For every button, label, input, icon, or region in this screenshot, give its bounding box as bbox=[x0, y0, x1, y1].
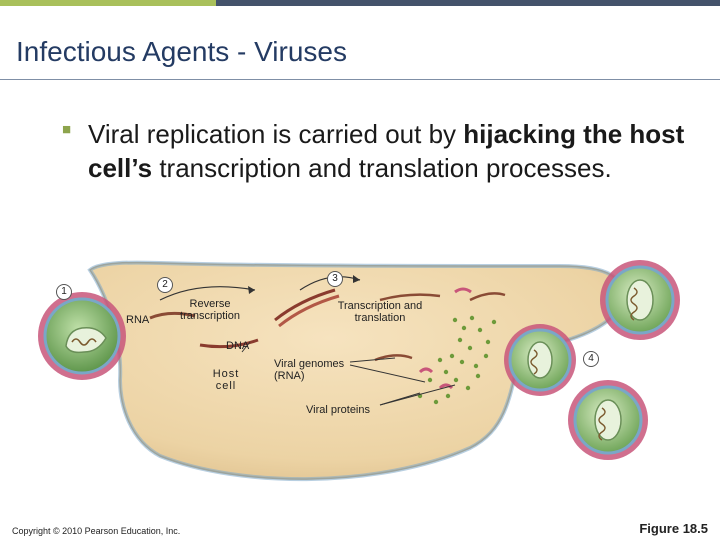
top-accent-bar bbox=[0, 0, 720, 6]
bullet-text-bold: hijacking the host cell’s bbox=[88, 119, 685, 183]
figure-number: Figure 18.5 bbox=[639, 521, 708, 536]
label-host-cell: Host cell bbox=[206, 368, 246, 392]
step-4-marker: 4 bbox=[583, 351, 599, 367]
virus-released-bottom bbox=[568, 380, 648, 460]
leader-dna bbox=[241, 341, 251, 353]
step-3-marker: 3 bbox=[327, 271, 343, 287]
label-vg-line1: Viral genomes bbox=[274, 358, 345, 370]
accent-bar-slate bbox=[216, 0, 720, 6]
bullet-text-part2: transcription and translation processes. bbox=[152, 153, 612, 183]
label-tt-line1: Transcription and bbox=[337, 300, 423, 312]
label-viral-proteins: Viral proteins bbox=[306, 404, 370, 416]
rna-strand bbox=[149, 311, 196, 320]
arrow-reverse-transcription bbox=[159, 286, 256, 301]
label-host-line2: cell bbox=[215, 380, 237, 392]
viral-genome-3 bbox=[374, 354, 413, 362]
dna-strand bbox=[274, 288, 336, 322]
label-reverse-line1: Reverse bbox=[189, 298, 231, 310]
bullet-text: Viral replication is carried out by hija… bbox=[88, 117, 688, 185]
virus-budding bbox=[504, 324, 576, 396]
label-viral-genomes: Viral genomes (RNA) bbox=[274, 358, 344, 382]
viral-genome-2 bbox=[469, 292, 506, 302]
copyright-notice: Copyright © 2010 Pearson Education, Inc. bbox=[12, 526, 181, 536]
slide-title: Infectious Agents - Viruses bbox=[16, 36, 347, 67]
bullet-square-icon: ■ bbox=[62, 121, 72, 138]
bullet-text-part1: Viral replication is carried out by bbox=[88, 119, 464, 149]
label-dna: DNA bbox=[226, 340, 250, 352]
accent-bar-green bbox=[0, 0, 216, 6]
label-transcription-translation: Transcription and translation bbox=[328, 300, 432, 324]
label-host-line1: Host bbox=[212, 368, 240, 380]
title-divider bbox=[0, 79, 720, 80]
viral-genome-1 bbox=[379, 293, 441, 302]
leader-viral-genomes-2 bbox=[349, 364, 426, 383]
virus-entering bbox=[38, 292, 126, 380]
label-vg-line2: (RNA) bbox=[274, 370, 305, 382]
viral-protein-dots bbox=[417, 315, 497, 405]
label-reverse-transcription: Reverse transcription bbox=[172, 298, 248, 322]
step-1-marker: 1 bbox=[56, 284, 72, 300]
label-reverse-line2: transcription bbox=[180, 310, 240, 322]
leader-viral-proteins-2 bbox=[379, 384, 456, 406]
leader-viral-genomes bbox=[349, 357, 396, 363]
label-rna: RNA bbox=[126, 314, 150, 326]
step-2-marker: 2 bbox=[157, 277, 173, 293]
virus-released-top bbox=[600, 260, 680, 340]
label-tt-line2: translation bbox=[354, 312, 406, 324]
